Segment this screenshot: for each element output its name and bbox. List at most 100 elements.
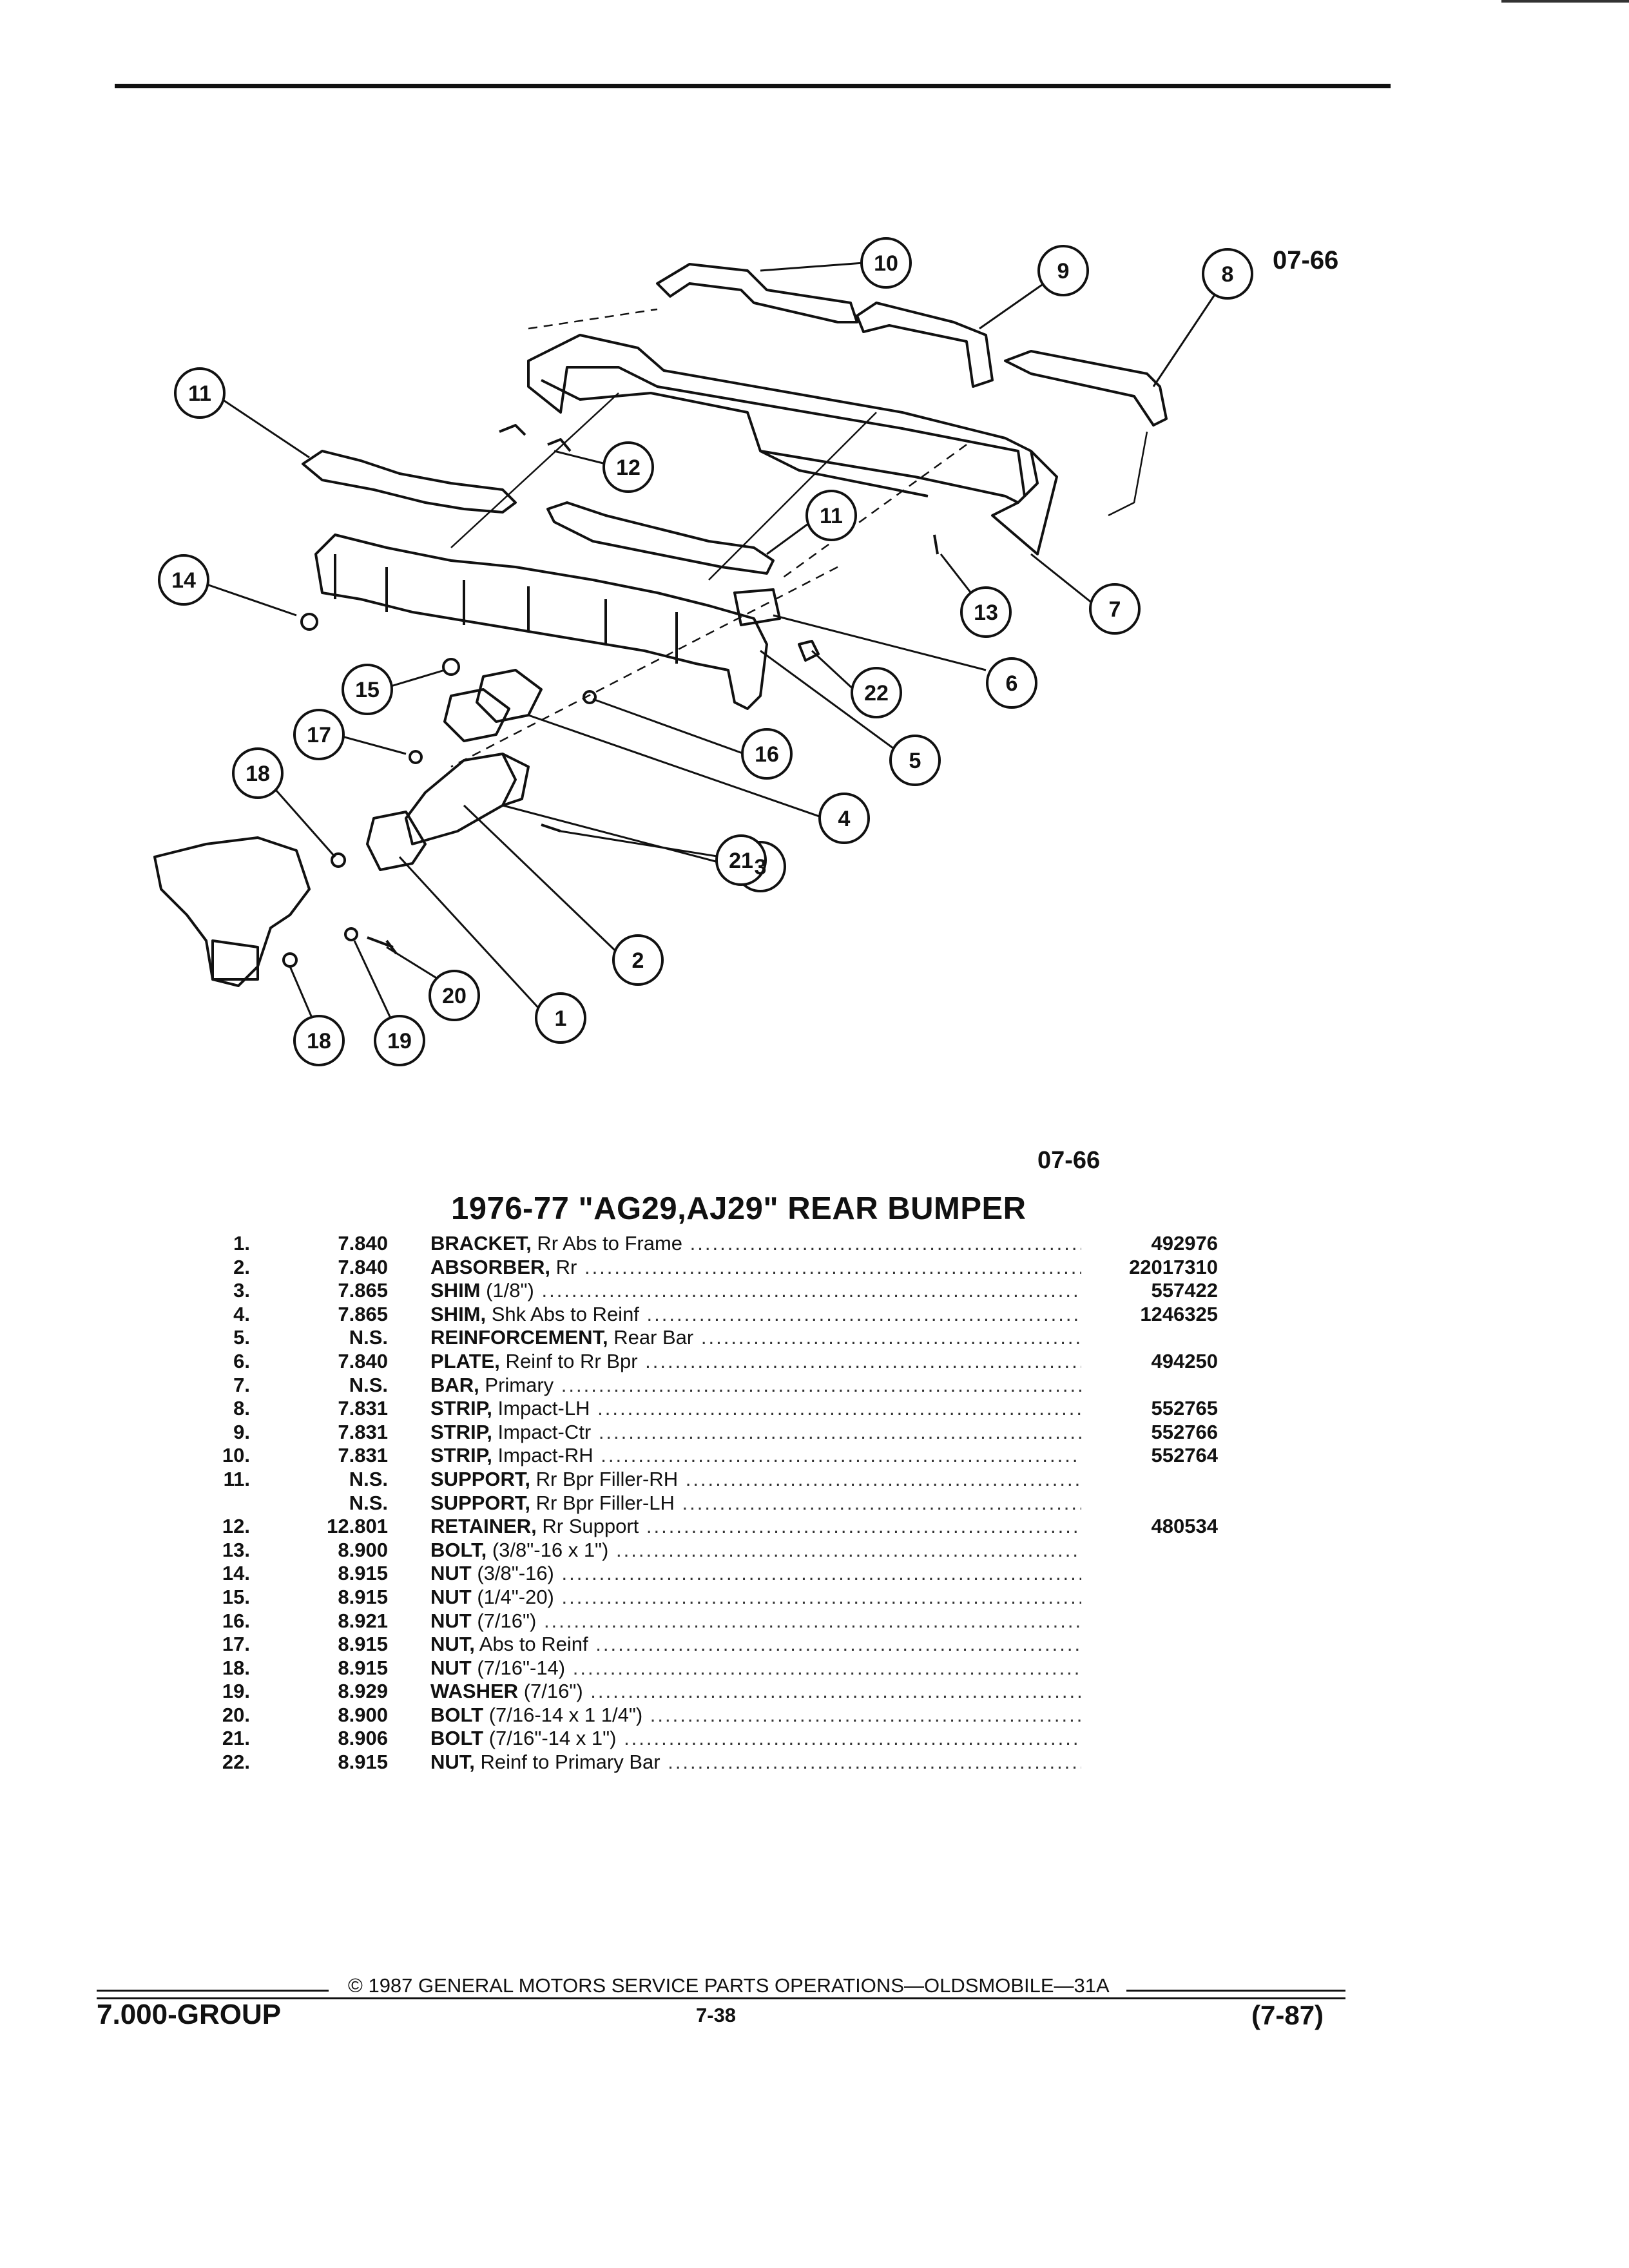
part-detail: (7/16-14 x 1 1/4") — [483, 1703, 643, 1726]
footer-rule — [97, 1997, 1345, 1999]
item-number: 16. — [222, 1609, 250, 1632]
group-label: 7.000-GROUP — [97, 1999, 282, 2030]
part-detail: Impact-Ctr — [492, 1420, 592, 1443]
nut-22 — [798, 640, 820, 662]
part-description: NUT (7/16"-14) .........................… — [430, 1657, 1081, 1680]
revision-date: (7-87) — [1251, 2000, 1324, 2030]
part-detail: Rr Bpr Filler-LH — [530, 1491, 675, 1514]
part-detail: Impact-RH — [492, 1444, 593, 1467]
group-number: 8.915 — [338, 1562, 388, 1585]
leader-dots: ........................................… — [561, 1585, 1082, 1608]
item-number: 18. — [222, 1656, 250, 1679]
nut-15 — [442, 658, 460, 676]
callout-22: 22 — [864, 681, 889, 706]
part-description: NUT (1/4"-20) ..........................… — [430, 1586, 1081, 1609]
item-number: 14. — [222, 1562, 250, 1585]
part-description: NUT, Reinf to Primary Bar ..............… — [430, 1751, 1081, 1774]
part-name: BOLT — [430, 1703, 484, 1726]
callout-5: 5 — [909, 749, 921, 773]
callout-6: 6 — [1006, 671, 1018, 696]
part-name: SHIM, — [430, 1302, 487, 1325]
frame-rail — [153, 836, 311, 987]
part-detail: Rr Abs to Frame — [531, 1232, 683, 1254]
leader-dots: ........................................… — [590, 1680, 1081, 1703]
part-description: ABSORBER, Rr ...........................… — [430, 1256, 1081, 1279]
group-number: 8.915 — [338, 1633, 388, 1656]
group-number: 7.865 — [338, 1279, 388, 1302]
group-number: 7.840 — [338, 1232, 388, 1254]
corner-rule — [1501, 0, 1629, 3]
part-detail: (7/16") — [518, 1680, 583, 1703]
part-description: NUT (7/16") ............................… — [430, 1610, 1081, 1633]
nut-18b — [282, 952, 298, 968]
item-number: 1. — [233, 1232, 250, 1254]
reinforcement-plate — [733, 588, 781, 626]
leader-dots: ........................................… — [689, 1232, 1081, 1254]
group-number: N.S. — [349, 1491, 388, 1514]
item-number: 12. — [222, 1515, 250, 1538]
item-number: 3. — [233, 1279, 250, 1302]
leader-dots: ........................................… — [682, 1491, 1081, 1514]
part-number: 552766 — [1151, 1420, 1218, 1443]
part-detail: Impact-LH — [492, 1397, 590, 1420]
callout-21: 21 — [729, 849, 753, 873]
part-detail: (3/8"-16 x 1") — [487, 1538, 609, 1561]
part-description: BOLT, (3/8"-16 x 1") ...................… — [430, 1539, 1081, 1562]
callout-3: 3 — [755, 855, 767, 879]
part-detail: Shk Abs to Reinf — [486, 1302, 639, 1325]
copyright-line: © 1987 GENERAL MOTORS SERVICE PARTS OPER… — [348, 1974, 1110, 1997]
leader-dots: ........................................… — [646, 1515, 1081, 1538]
part-name: BOLT — [430, 1727, 484, 1750]
part-description: STRIP, Impact-LH .......................… — [430, 1397, 1081, 1420]
group-number: 7.831 — [338, 1444, 388, 1467]
callout-18-lower: 18 — [307, 1029, 331, 1053]
part-description: BAR, Primary ...........................… — [430, 1374, 1081, 1397]
parts-row: 11.N.S.SUPPORT, Rr Bpr Filler-RH .......… — [0, 1468, 1629, 1492]
item-number: 5. — [233, 1326, 250, 1349]
group-number: 8.900 — [338, 1703, 388, 1726]
leader-dots: ........................................… — [597, 1397, 1081, 1420]
part-description: SUPPORT, Rr Bpr Filler-LH ..............… — [430, 1492, 1081, 1515]
callout-8: 8 — [1222, 262, 1234, 287]
nut-14 — [300, 613, 318, 631]
figure-code-bottom: 07-66 — [1037, 1147, 1101, 1174]
part-detail: Reinf to Primary Bar — [474, 1751, 660, 1774]
part-description: BOLT (7/16"-14 x 1") ...................… — [430, 1727, 1081, 1750]
part-description: NUT (3/8"-16) ..........................… — [430, 1562, 1081, 1585]
part-description: RETAINER, Rr Support ...................… — [430, 1515, 1081, 1538]
part-name: WASHER — [430, 1680, 519, 1703]
part-detail: (7/16"-14) — [471, 1656, 566, 1679]
group-number: 8.900 — [338, 1538, 388, 1561]
part-name: PLATE, — [430, 1349, 500, 1372]
item-number: 19. — [222, 1680, 250, 1703]
parts-row: 5.N.S.REINFORCEMENT, Rear Bar ..........… — [0, 1326, 1629, 1350]
part-description: PLATE, Reinf to Rr Bpr .................… — [430, 1350, 1081, 1373]
part-name: NUT, — [430, 1751, 475, 1774]
callout-20: 20 — [442, 984, 467, 1008]
group-number: 8.921 — [338, 1609, 388, 1632]
item-number: 17. — [222, 1633, 250, 1656]
part-number: 494250 — [1151, 1349, 1218, 1372]
callout-15: 15 — [355, 678, 380, 702]
part-description: SHIM, Shk Abs to Reinf .................… — [430, 1303, 1081, 1326]
item-number: 10. — [222, 1444, 250, 1467]
item-number: 2. — [233, 1255, 250, 1278]
part-number: 552765 — [1151, 1397, 1218, 1420]
group-number: 7.865 — [338, 1302, 388, 1325]
leader-dots: ........................................… — [595, 1633, 1081, 1656]
group-number: 7.840 — [338, 1255, 388, 1278]
part-number: 552764 — [1151, 1444, 1218, 1467]
item-number: 21. — [222, 1727, 250, 1750]
group-number: 7.831 — [338, 1420, 388, 1443]
leader-dots: ........................................… — [598, 1420, 1081, 1443]
